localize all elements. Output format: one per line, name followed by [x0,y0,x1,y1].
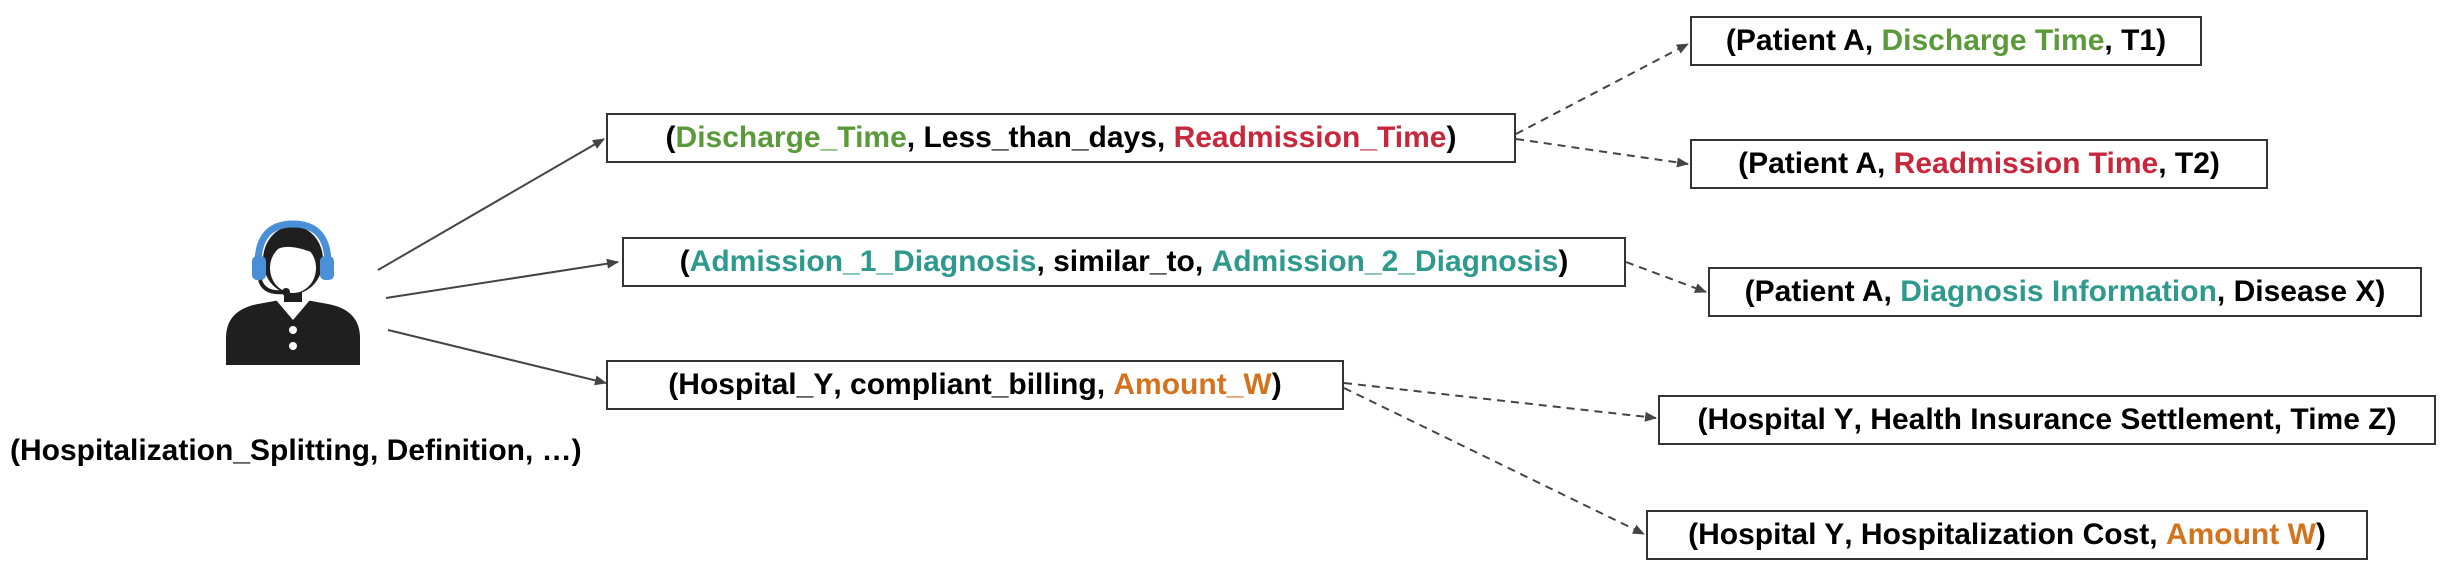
arrow-relation-3-to-fact-4 [1343,382,1657,422]
fact-box-readmission-time: (Patient A, Readmission Time, T2) [1690,139,2268,189]
tuple-close: ) [2386,403,2397,436]
arrow-user-to-relation-1 [377,138,605,271]
fact-box-discharge-time: (Patient A, Discharge Time, T1) [1690,16,2202,66]
tuple-term-1: Discharge_Time [675,121,907,154]
relation-box-compliant-billing: (Hospital_Y, compliant_billing, Amount_W… [606,360,1344,410]
tuple-close: ) [2156,24,2167,57]
tuple-term-3: T1 [2121,24,2157,57]
tuple-term-1: Hospital Y [1707,403,1854,436]
tuple-term-2: Diagnosis Information [1900,275,2217,308]
tuple-term-2: Hospitalization Cost [1860,518,2150,551]
tuple-close: ) [1446,121,1457,154]
tuple-sep: , [1883,275,1901,308]
tuple-sep: , [1864,24,1882,57]
arrow-user-to-relation-3 [387,329,607,386]
tuple-term-2: Readmission Time [1893,147,2159,180]
tuple-sep: , [1156,121,1174,154]
tuple-sep: , [2149,518,2166,551]
tuple-open: ( [668,368,679,401]
tuple-term-3: Disease X [2233,275,2376,308]
tuple-term-2: Health Insurance Settlement [1870,403,2274,436]
customer-support-agent-icon [226,220,360,365]
tuple-term-3: Time Z [2290,403,2387,436]
tuple-sep: , [2158,147,2175,180]
user-query-label: (Hospitalization_Splitting, Definition, … [10,434,582,467]
tuple-close: ) [2315,518,2326,551]
tuple-term-1: Patient A [1735,24,1865,57]
tuple-sep: , [1194,245,1212,278]
tuple-open: ( [1744,275,1755,308]
fact-box-insurance-settlement: (Hospital Y, Health Insurance Settlement… [1658,395,2436,445]
tuple-sep: , [906,121,924,154]
arrow-relation-3-to-fact-5 [1343,387,1645,535]
tuple-sep: , [833,368,851,401]
tuple-close: ) [2375,275,2386,308]
fact-box-hospitalization-cost: (Hospital Y, Hospitalization Cost, Amoun… [1646,510,2368,560]
tuple-open: ( [665,121,676,154]
tuple-sep: , [2273,403,2291,436]
arrow-relation-1-to-fact-1 [1515,43,1689,135]
tuple-term-3: T2 [2174,147,2210,180]
tuple-close: ) [1558,245,1569,278]
tuple-term-1: Patient A [1748,147,1877,180]
tuple-open: ( [1697,403,1708,436]
tuple-sep: , [1096,368,1114,401]
arrow-user-to-relation-2 [385,258,619,299]
tuple-sep: , [2104,24,2122,57]
tuple-sep: , [1036,245,1054,278]
arrow-relation-1-to-fact-2 [1515,138,1689,168]
tuple-term-2: Discharge Time [1881,24,2105,57]
tuple-term-3: Amount W [2165,518,2316,551]
tuple-open: ( [1738,147,1749,180]
tuple-open: ( [1725,24,1736,57]
tuple-open: ( [679,245,690,278]
arrow-relation-2-to-fact-3 [1625,261,1707,293]
tuple-close: ) [1271,368,1282,401]
tuple-term-3: Readmission_Time [1173,121,1447,154]
tuple-term-2: similar_to [1053,245,1195,278]
tuple-term-2: compliant_billing [850,368,1097,401]
tuple-term-1: Hospital Y [1698,518,1845,551]
tuple-close: ) [2209,147,2220,180]
tuple-sep: , [1877,147,1894,180]
tuple-term-1: Hospital_Y [678,368,834,401]
tuple-term-3: Amount_W [1113,368,1272,401]
tuple-sep: , [1844,518,1861,551]
tuple-term-1: Patient A [1754,275,1884,308]
tuple-term-2: Less_than_days [923,121,1157,154]
tuple-sep: , [2216,275,2234,308]
tuple-term-1: Admission_1_Diagnosis [689,245,1037,278]
relation-box-diagnosis-similarity: (Admission_1_Diagnosis, similar_to, Admi… [622,237,1626,287]
tuple-term-3: Admission_2_Diagnosis [1211,245,1559,278]
relation-box-discharge-readmission: (Discharge_Time, Less_than_days, Readmis… [606,113,1516,163]
tuple-open: ( [1688,518,1699,551]
fact-box-diagnosis-information: (Patient A, Diagnosis Information, Disea… [1708,267,2422,317]
tuple-sep: , [1853,403,1871,436]
